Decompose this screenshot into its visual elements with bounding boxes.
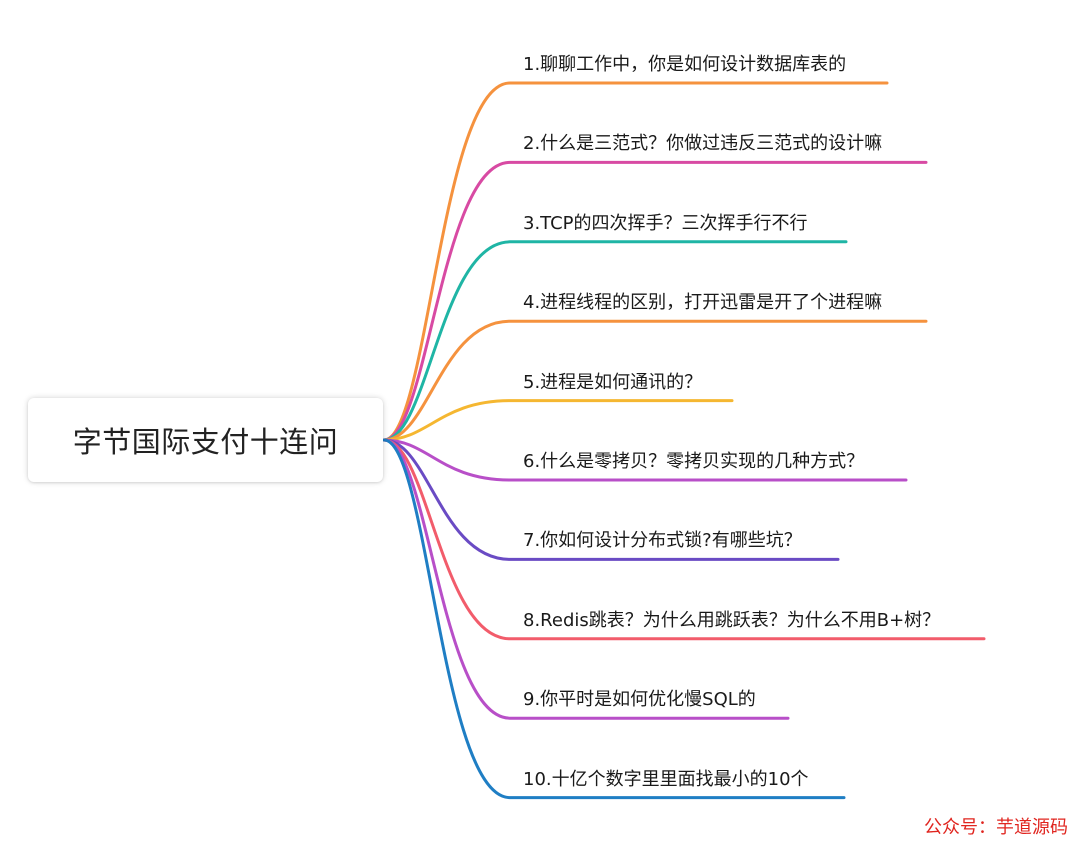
- branch-connector-6: [382, 438, 908, 482]
- watermark-text: 公众号：芋道源码: [924, 817, 1068, 838]
- branch-node-8[interactable]: 8.Redis跳表？为什么用跳跃表？为什么不用B+树？: [523, 609, 941, 631]
- branch-node-1[interactable]: 1.聊聊工作中，你是如何设计数据库表的: [523, 54, 847, 75]
- branch-node-3[interactable]: 3.TCP的四次挥手？三次挥手行不行: [523, 212, 808, 234]
- branch-node-5[interactable]: 5.进程是如何通讯的？: [523, 371, 703, 393]
- branch-node-7[interactable]: 7.你如何设计分布式锁?有哪些坑？: [523, 530, 802, 552]
- branch-connector-8: [382, 438, 986, 641]
- branch-node-6[interactable]: 6.什么是零拷贝？零拷贝实现的几种方式？: [523, 451, 865, 472]
- branch-connector-9: [382, 438, 790, 720]
- branch-node-10[interactable]: 10.十亿个数字里里面找最小的10个: [523, 768, 809, 790]
- branch-node-9[interactable]: 9.你平时是如何优化慢SQL的: [523, 689, 756, 711]
- branch-connector-10: [382, 438, 846, 800]
- root-node[interactable]: 字节国际支付十连问: [28, 398, 383, 482]
- branch-connector-3: [382, 240, 848, 442]
- branch-connector-4: [382, 319, 928, 442]
- branch-node-4[interactable]: 4.进程线程的区别，打开迅雷是开了个进程嘛: [523, 292, 883, 314]
- root-node-label: 字节国际支付十连问: [72, 425, 339, 459]
- branch-node-2[interactable]: 2.什么是三范式？你做过违反三范式的设计嘛: [523, 133, 883, 155]
- branch-connector-2: [382, 160, 928, 442]
- branch-connector-1: [382, 81, 889, 442]
- branch-connector-7: [382, 438, 840, 561]
- branch-connector-5: [382, 399, 734, 442]
